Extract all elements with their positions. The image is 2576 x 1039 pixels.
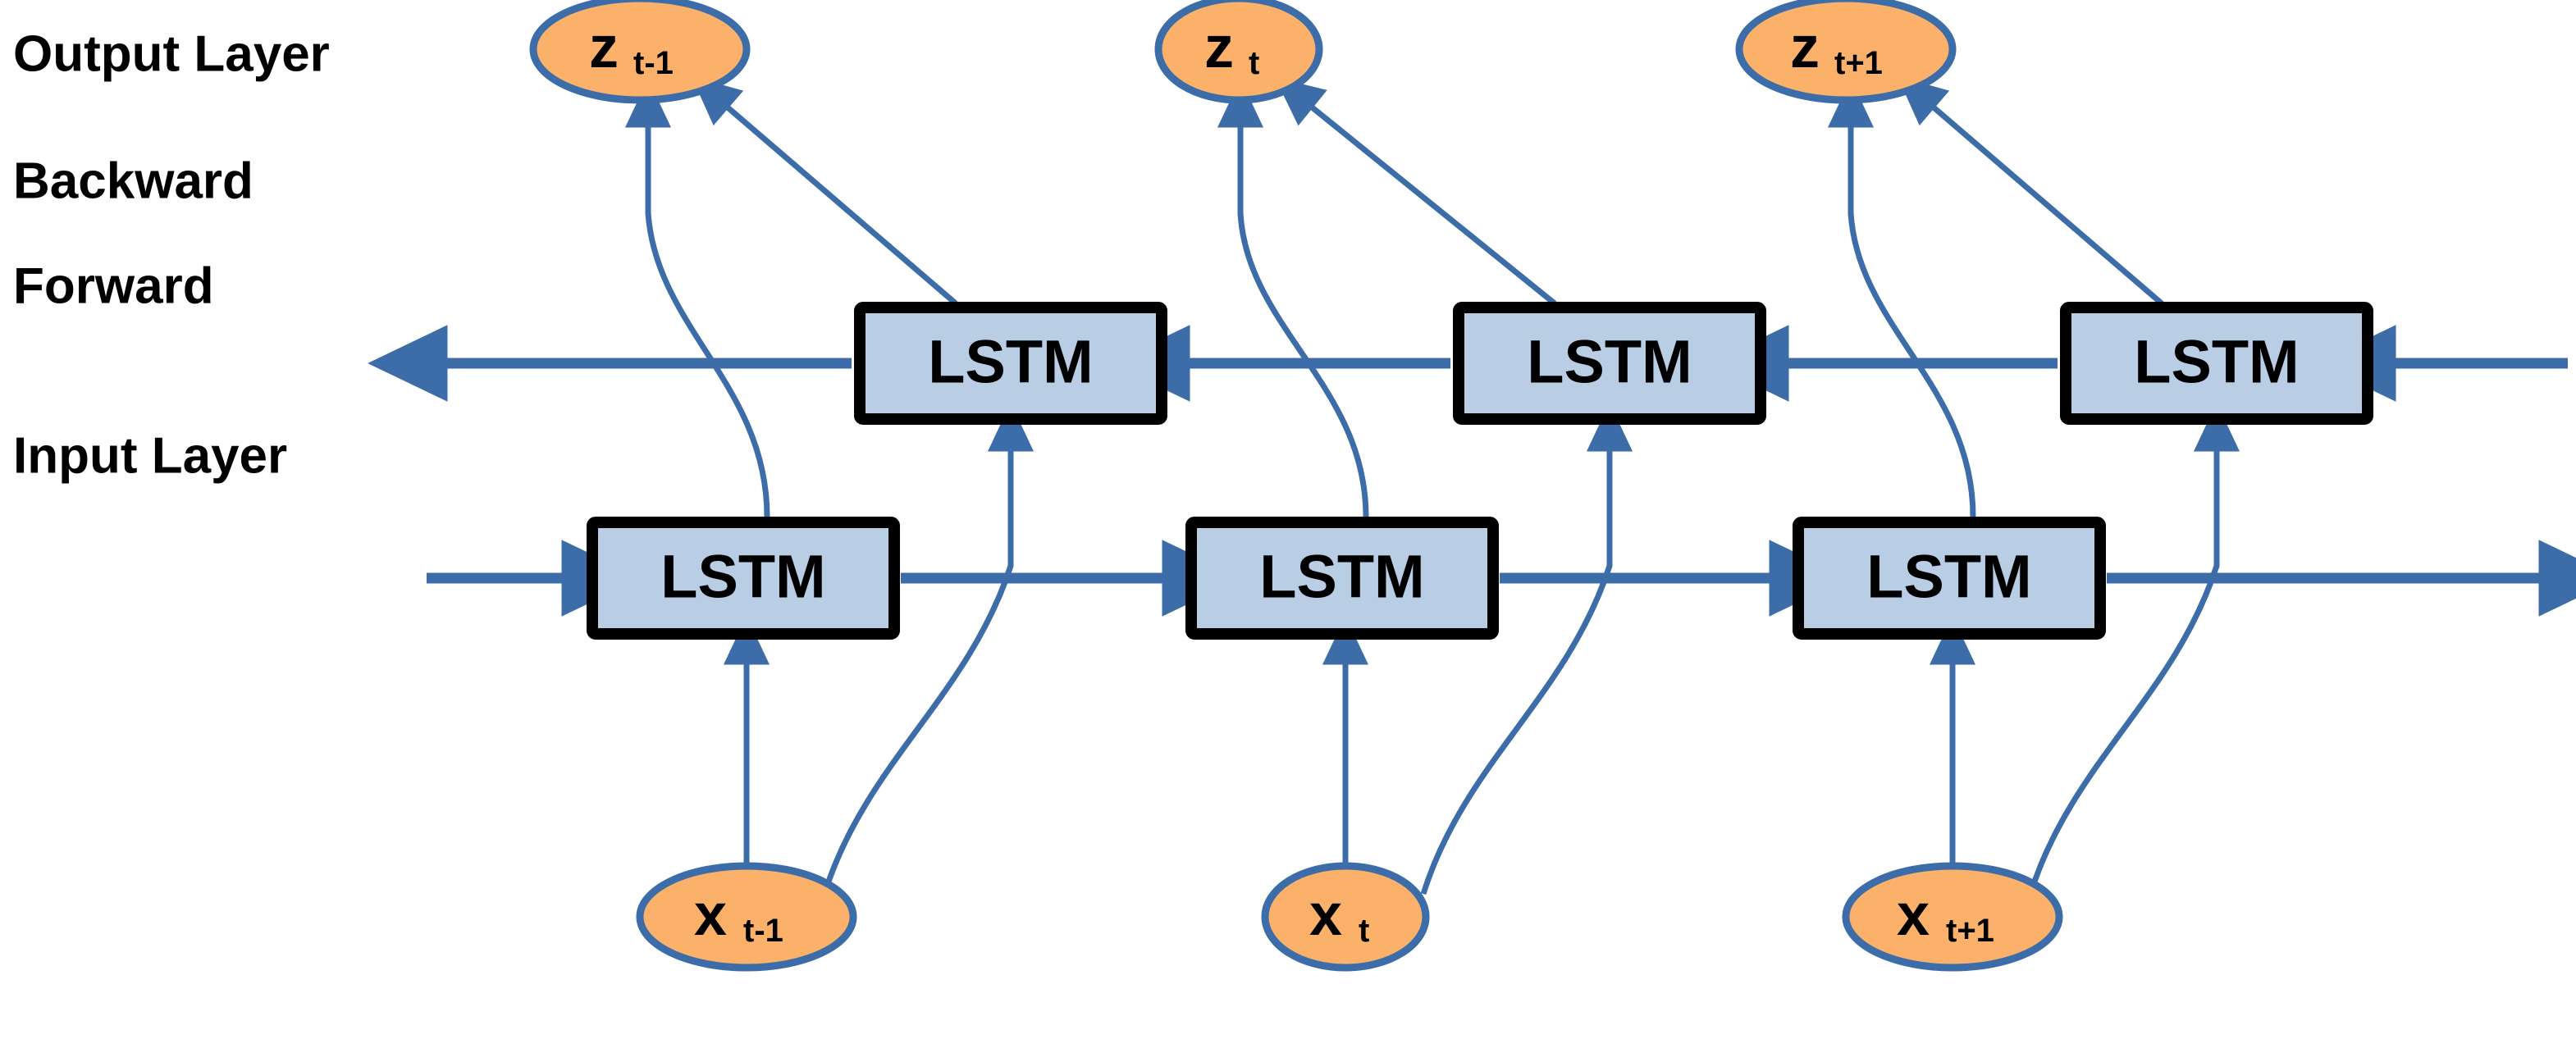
backward-lstm-cell-3[interactable]: LSTM — [2060, 302, 2373, 425]
forward-lstm-2-box — [1185, 517, 1499, 640]
edge-x2-to-backward2 — [1420, 403, 1633, 895]
forward-lstm-cell-2[interactable]: LSTM — [1185, 517, 1499, 640]
input-node-x-t[interactable]: x t — [1261, 862, 1430, 972]
output-node-3-subscript: t+1 — [1834, 45, 1883, 81]
row-label-backward: Backward — [13, 153, 253, 209]
row-label-forward: Forward — [13, 257, 214, 314]
edge-backward2-to-z2 — [1274, 77, 1557, 306]
input-node-1-subscript: t-1 — [743, 913, 783, 949]
output-node-2-ellipse — [1154, 0, 1323, 104]
input-node-1-base: x — [694, 882, 727, 948]
row-label-output-layer: Output Layer — [13, 25, 330, 82]
forward-lstm-2-label: LSTM — [1259, 543, 1424, 611]
edge-backward3-to-z3 — [1897, 76, 2164, 306]
edge-x3-to-backward3 — [2027, 403, 2240, 895]
forward-lstm-cell-1[interactable]: LSTM — [587, 517, 900, 640]
backward-lstm-1-label: LSTM — [928, 328, 1093, 396]
input-node-2-ellipse — [1261, 862, 1430, 972]
output-node-z-t-minus-1[interactable]: z t-1 — [529, 0, 751, 104]
edge-forward2-to-z2 — [1217, 79, 1369, 517]
backward-lstm-3-box — [2060, 302, 2373, 425]
output-node-3-base: z — [1790, 15, 1820, 80]
backward-lstm-cell-1[interactable]: LSTM — [854, 302, 1167, 425]
input-node-3-ellipse — [1842, 862, 2063, 972]
input-node-3-base: x — [1897, 882, 1930, 948]
forward-lstm-1-box — [587, 517, 900, 640]
input-to-backward-edges — [821, 403, 2240, 895]
forward-lstm-cell-3[interactable]: LSTM — [1793, 517, 2106, 640]
backward-lstm-1-box — [854, 302, 1167, 425]
edge-backward1-to-z1 — [691, 76, 958, 306]
input-to-forward-edges — [724, 616, 1975, 866]
forward-lstm-1-label: LSTM — [660, 543, 825, 611]
output-node-2-base: z — [1204, 15, 1234, 80]
output-node-1-ellipse — [529, 0, 751, 104]
output-node-1-subscript: t-1 — [633, 45, 674, 81]
output-node-z-t-plus-1[interactable]: z t+1 — [1735, 0, 1957, 104]
input-node-2-base: x — [1309, 882, 1342, 948]
forward-lstm-3-box — [1793, 517, 2106, 640]
output-node-1-base: z — [589, 15, 619, 80]
input-node-x-t-plus-1[interactable]: x t+1 — [1842, 862, 2063, 972]
output-node-2-subscript: t — [1249, 45, 1259, 81]
row-label-input-layer: Input Layer — [13, 427, 287, 484]
output-node-3-ellipse — [1735, 0, 1957, 104]
backward-to-output-edges — [691, 76, 2164, 306]
input-node-2-subscript: t — [1359, 913, 1369, 949]
edge-x1-to-backward1 — [821, 403, 1034, 895]
edge-forward1-to-z1 — [625, 79, 770, 517]
backward-lstm-2-label: LSTM — [1527, 328, 1692, 396]
backward-lstm-2-box — [1453, 302, 1766, 425]
backward-lstm-3-label: LSTM — [2134, 328, 2299, 396]
edge-forward3-to-z3 — [1828, 79, 1976, 517]
input-node-1-ellipse — [636, 862, 857, 972]
input-node-3-subscript: t+1 — [1946, 913, 1994, 949]
input-node-x-t-minus-1[interactable]: x t-1 — [636, 862, 857, 972]
backward-lstm-cell-2[interactable]: LSTM — [1453, 302, 1766, 425]
output-node-z-t[interactable]: z t — [1154, 0, 1323, 104]
forward-to-output-edges — [625, 79, 1976, 517]
forward-lstm-3-label: LSTM — [1866, 543, 2031, 611]
